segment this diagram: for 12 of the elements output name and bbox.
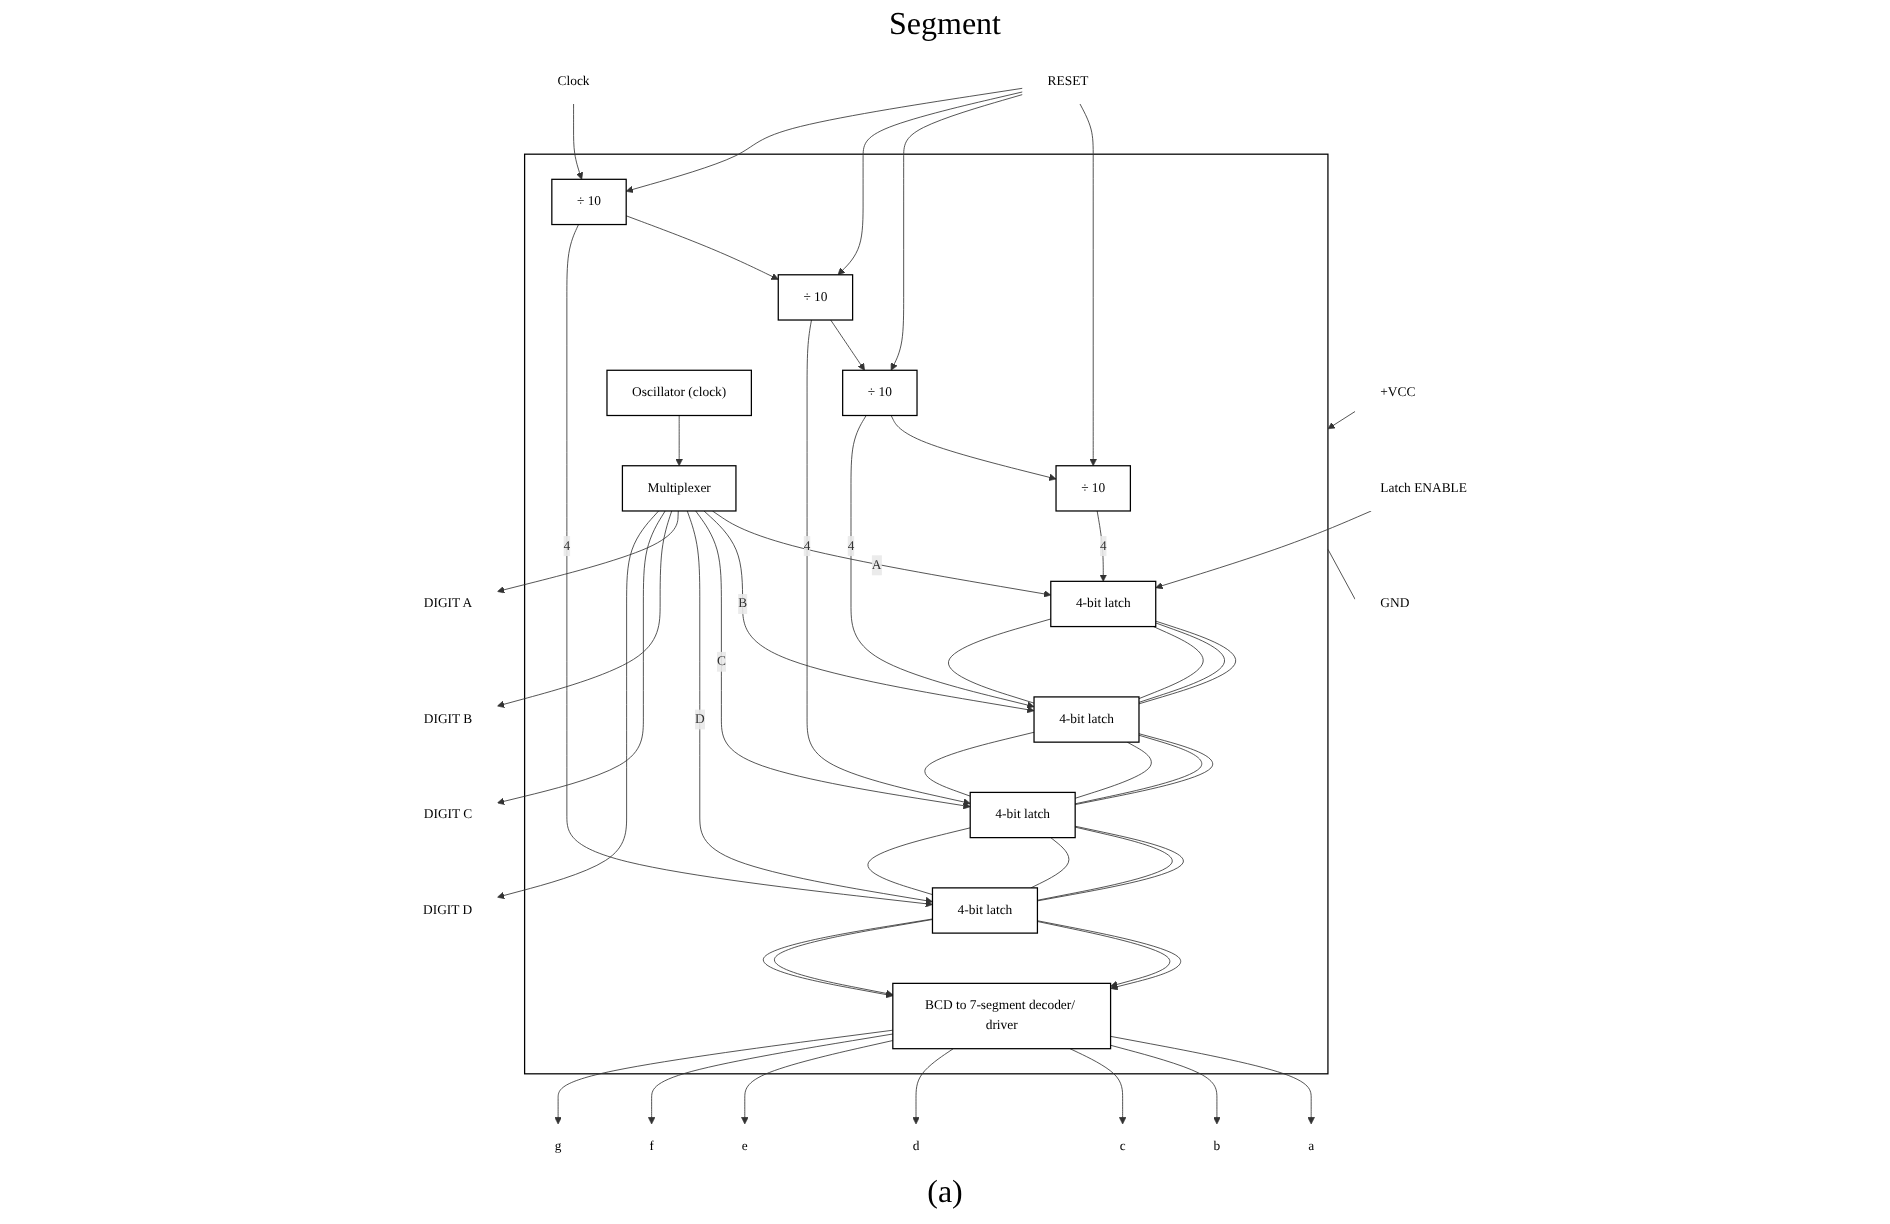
connector <box>1138 626 1204 700</box>
connector <box>1138 620 1236 705</box>
connector <box>1327 548 1356 600</box>
connector <box>1074 741 1152 799</box>
figure-caption: (a) <box>927 1176 963 1214</box>
cluster <box>524 153 1329 1075</box>
connector <box>867 827 971 895</box>
connector <box>1138 622 1225 703</box>
connector <box>924 731 1035 797</box>
connector <box>948 618 1052 704</box>
connector <box>1030 837 1070 889</box>
bus-label: Segment <box>889 8 1001 44</box>
